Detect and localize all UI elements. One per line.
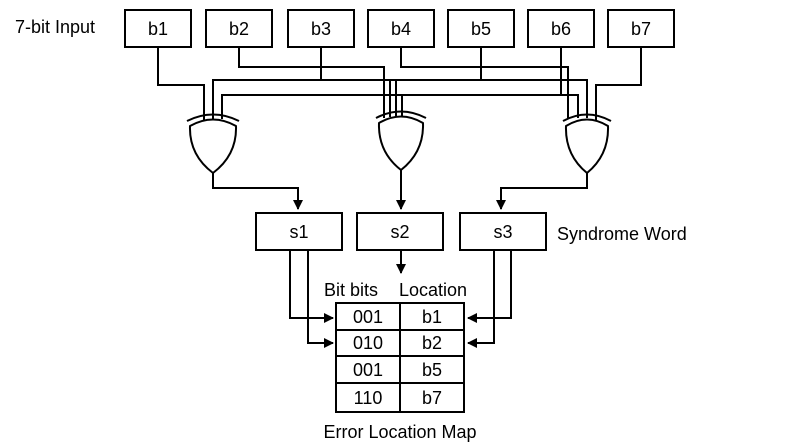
map-cell-bits: 010 (353, 333, 383, 353)
wire-gate1-s1 (212, 173, 303, 210)
xor-gate-2 (375, 110, 427, 171)
input-bit-label: b3 (311, 19, 331, 39)
map-header-location: Location (399, 280, 467, 300)
syndrome-label: Syndrome Word (557, 224, 687, 244)
xor-gate-3 (562, 113, 612, 174)
input-bit-label: b1 (148, 19, 168, 39)
map-cell-bits: 001 (353, 307, 383, 327)
wire-s3-row2 (467, 250, 495, 348)
map-row: 001 b1 (353, 307, 442, 327)
map-cell-bits: 110 (354, 388, 383, 408)
input-bit-label: b7 (631, 19, 651, 39)
input-bit-label: b6 (551, 19, 571, 39)
gate-output-wiring (212, 170, 588, 210)
map-cell-location: b2 (422, 333, 442, 353)
wire-b2 (238, 47, 385, 118)
map-header-bits: Bit bits (324, 280, 378, 300)
syndrome-bit-label: s2 (390, 222, 409, 242)
error-location-map: Bit bits Location 001 b1 010 b2 001 b5 1… (323, 280, 476, 442)
wire-b3-gate2 (321, 79, 391, 117)
input-label: 7-bit Input (15, 17, 95, 37)
input-bit-b2: b2 (205, 9, 273, 48)
wire-gate3-s3 (496, 173, 588, 210)
wire-b3-gate1 (212, 79, 321, 119)
input-wiring (157, 47, 642, 121)
wire-s1-row2 (307, 250, 334, 348)
input-bit-b3: b3 (287, 9, 355, 48)
wire-b6-gate1 (221, 94, 561, 119)
map-row: 001 b5 (353, 360, 442, 380)
syndrome-bit-label: s1 (289, 222, 308, 242)
wire-gate3-extra (561, 94, 579, 118)
input-bit-b5: b5 (447, 9, 515, 48)
map-cell-location: b7 (422, 388, 442, 408)
wire-s3-row1 (467, 250, 512, 323)
input-bit-label: b4 (391, 19, 411, 39)
wire-b4 (400, 47, 569, 119)
input-bit-b1: b1 (124, 9, 192, 48)
syndrome-to-map-wiring (289, 250, 512, 348)
syndrome-bit-label: s3 (493, 222, 512, 242)
input-bit-label: b2 (229, 19, 249, 39)
wire-b7 (595, 47, 642, 121)
syndrome-bit-s3: s3 (459, 212, 547, 251)
input-bit-b4: b4 (367, 9, 435, 48)
map-cell-location: b5 (422, 360, 442, 380)
syndrome-bit-s2: s2 (356, 212, 444, 251)
input-bit-b6: b6 (527, 9, 595, 48)
syndrome-bit-s1: s1 (255, 212, 343, 251)
input-bit-b7: b7 (607, 9, 675, 48)
map-cell-location: b1 (422, 307, 442, 327)
wire-s1-row1 (289, 250, 334, 323)
map-row: 110 b7 (354, 388, 442, 408)
map-row: 010 b2 (353, 333, 442, 353)
wire-b1 (157, 47, 205, 121)
map-caption: Error Location Map (323, 422, 476, 442)
wire-gate3-extra2 (481, 79, 588, 118)
xor-gate-1 (186, 113, 240, 174)
map-cell-bits: 001 (353, 360, 383, 380)
input-bit-label: b5 (471, 19, 491, 39)
